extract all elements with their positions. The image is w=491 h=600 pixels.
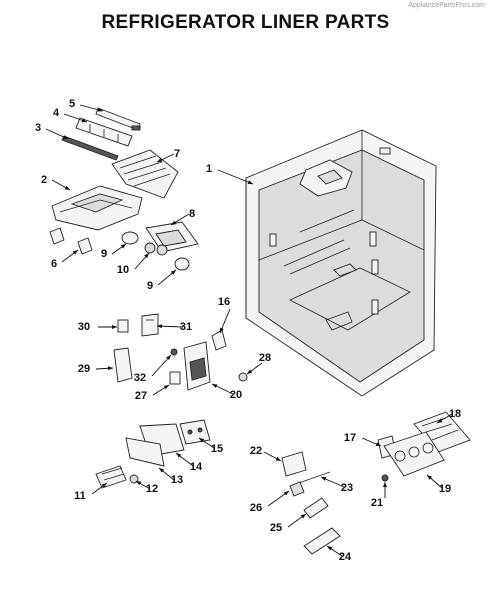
callout-arrow-31 [157, 324, 163, 329]
part-11-grille[interactable] [95, 465, 127, 489]
callout-arrow-14 [176, 453, 182, 458]
part-16-clip[interactable] [211, 329, 227, 351]
part-1-liner[interactable] [245, 129, 437, 397]
callout-label-31[interactable]: 31 [180, 321, 192, 333]
callout-label-27[interactable]: 27 [135, 390, 147, 402]
callout-label-25[interactable]: 25 [270, 522, 282, 534]
callout-label-6[interactable]: 6 [51, 258, 57, 270]
callout-label-29[interactable]: 29 [78, 363, 90, 375]
callout-arrow-8 [171, 220, 177, 225]
callout-label-11[interactable]: 11 [74, 490, 86, 502]
part-27-clip[interactable] [169, 371, 181, 385]
callout-arrow-12 [136, 481, 142, 486]
callout-label-1[interactable]: 1 [206, 163, 212, 175]
callout-label-2[interactable]: 2 [41, 174, 47, 186]
callout-arrow-17 [375, 442, 381, 446]
callout-label-15[interactable]: 15 [211, 443, 223, 455]
part-31-bracket[interactable] [141, 313, 159, 337]
part-30-clip[interactable] [117, 319, 129, 333]
part-20-housing[interactable] [183, 341, 211, 391]
callout-arrow-20 [212, 384, 218, 388]
callout-arrow-23 [321, 477, 327, 481]
callout-arrow-3 [62, 135, 68, 139]
callout-arrow-7 [157, 158, 163, 162]
callout-arrow-6 [72, 250, 78, 255]
part-10-rollers[interactable] [144, 242, 168, 256]
part-29-hook[interactable] [113, 347, 133, 383]
part-6-clips[interactable] [49, 227, 93, 255]
part-22-bracket[interactable] [281, 451, 307, 477]
callout-arrow-9 [120, 244, 126, 249]
part-15-bracket[interactable] [179, 419, 211, 445]
callout-label-20[interactable]: 20 [230, 389, 242, 401]
callout-label-23[interactable]: 23 [341, 482, 353, 494]
callout-label-14[interactable]: 14 [190, 461, 203, 473]
callout-arrow-26 [283, 491, 289, 496]
part-5-bar[interactable] [95, 107, 141, 131]
callout-arrow-24 [327, 546, 333, 551]
callout-arrow-27 [163, 385, 169, 390]
callout-label-22[interactable]: 22 [250, 445, 262, 457]
part-26-connector[interactable] [289, 481, 305, 497]
callout-label-16[interactable]: 16 [218, 296, 230, 308]
callout-arrow-10 [144, 253, 149, 259]
callout-arrow-29 [107, 366, 113, 371]
callout-layer: 1234567891091112131415161718192021222324… [35, 98, 461, 563]
part-23-wire[interactable] [295, 471, 331, 485]
callout-label-28[interactable]: 28 [259, 352, 271, 364]
callout-arrow-16 [220, 327, 224, 333]
part-13-cover[interactable] [125, 437, 165, 467]
callout-arrow-28 [247, 369, 253, 374]
callout-arrow-30 [112, 325, 117, 329]
part-4-bracket[interactable] [75, 117, 133, 147]
callout-label-7[interactable]: 7 [174, 148, 180, 160]
callout-label-32[interactable]: 32 [134, 372, 146, 384]
callout-label-8[interactable]: 8 [189, 208, 195, 220]
callout-arrow-25 [300, 514, 306, 519]
part-19-control-board[interactable] [383, 431, 445, 477]
callout-label-12[interactable]: 12 [146, 483, 158, 495]
callout-arrow-15 [199, 438, 205, 443]
part-9-cap-lower[interactable] [174, 257, 190, 271]
callout-label-9[interactable]: 9 [147, 280, 153, 292]
part-2-panel[interactable] [51, 185, 143, 231]
callout-label-26[interactable]: 26 [250, 502, 262, 514]
part-9-cap-upper[interactable] [121, 231, 139, 245]
callout-arrow-5 [97, 107, 103, 112]
part-28-screw[interactable] [238, 372, 248, 382]
callout-arrow-21 [383, 482, 387, 487]
callout-arrow-13 [159, 468, 165, 473]
callout-arrow-11 [101, 483, 107, 488]
callout-label-18[interactable]: 18 [449, 408, 461, 420]
part-25-thermistor[interactable] [303, 497, 329, 519]
callout-label-19[interactable]: 19 [439, 483, 451, 495]
callout-label-4[interactable]: 4 [53, 107, 60, 119]
diagram-title: REFRIGERATOR LINER PARTS [101, 12, 390, 33]
callout-label-21[interactable]: 21 [371, 497, 383, 509]
callout-label-24[interactable]: 24 [339, 551, 352, 563]
callout-arrow-1 [247, 180, 253, 184]
callout-arrow-4 [81, 118, 87, 123]
part-21-screw[interactable] [381, 474, 389, 482]
callout-label-9[interactable]: 9 [101, 248, 107, 260]
part-7-grille[interactable] [111, 149, 179, 199]
callout-arrow-32 [166, 355, 171, 361]
callout-leader-1 [217, 169, 254, 185]
part-32-screw[interactable] [170, 348, 178, 356]
callout-label-17[interactable]: 17 [344, 432, 356, 444]
part-24-cover[interactable] [303, 527, 341, 555]
part-8-duct[interactable] [145, 221, 199, 253]
watermark-text: AppliancePartsPros.com [408, 2, 485, 9]
callout-label-5[interactable]: 5 [69, 98, 75, 110]
callout-label-10[interactable]: 10 [117, 264, 129, 276]
callout-arrow-19 [427, 475, 433, 480]
callout-arrow-2 [64, 185, 70, 190]
callout-arrow-9 [170, 270, 176, 275]
callout-arrow-18 [437, 418, 443, 423]
callout-label-30[interactable]: 30 [78, 321, 90, 333]
callout-arrow-22 [275, 456, 281, 461]
callout-label-13[interactable]: 13 [171, 474, 183, 486]
callout-label-3[interactable]: 3 [35, 122, 41, 134]
